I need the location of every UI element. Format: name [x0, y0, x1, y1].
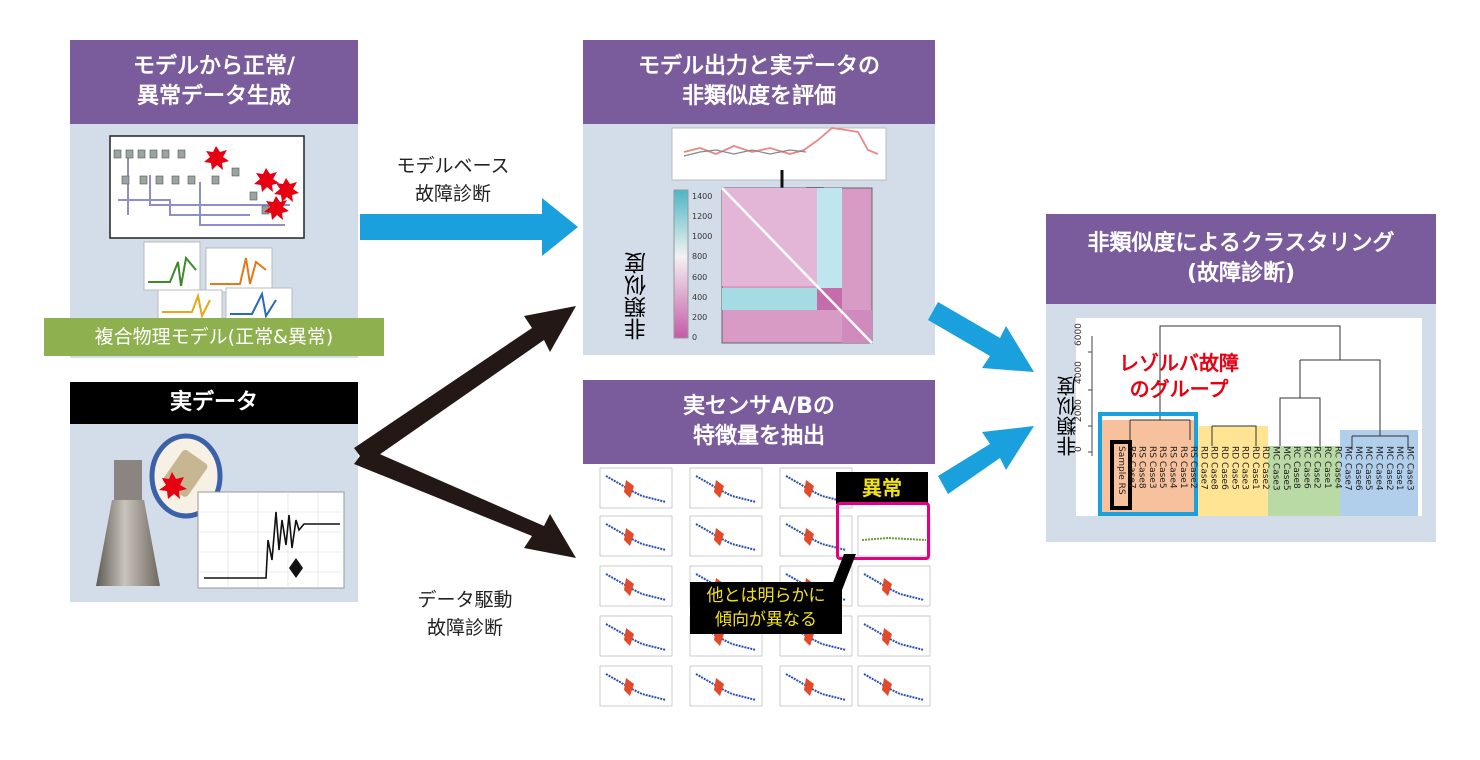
callout-line2: 傾向が異なる [715, 610, 817, 630]
abnormal-highlight-box [836, 502, 930, 560]
model-footer-text: 複合物理モデル(正常&異常) [94, 326, 334, 348]
y-axis-text: 非類似度 [625, 252, 650, 340]
panel-clustering-title: 非類似度によるクラスタリング (故障診断) [1046, 214, 1436, 304]
title-line1: モデル出力と実データの [637, 54, 880, 79]
model-footer-label: 複合物理モデル(正常&異常) [44, 318, 384, 356]
tick: 600 [692, 272, 708, 282]
tick: 200 [692, 312, 708, 322]
title-line2: 非類似度を評価 [681, 84, 836, 109]
title-line1: 非類似度によるクラスタリング [1087, 231, 1395, 256]
line1: モデルベース [396, 155, 510, 177]
panel-model-generation-title: モデルから正常/ 異常データ生成 [70, 40, 358, 124]
cluster-y-ticks: 6000 4000 2000 0 [1074, 323, 1090, 464]
data-driven-arrow-up [354, 306, 576, 464]
abnormal-text: 異常 [862, 476, 902, 500]
title-line1: 実センサA/Bの [683, 394, 835, 419]
tick: 400 [692, 292, 708, 302]
eval-y-axis-label: 非類似度 [625, 252, 656, 340]
data-driven-label: データ駆動 故障診断 [380, 586, 550, 642]
title-line1: モデルから正常/ [132, 54, 296, 79]
callout-box: 他とは明らかに 傾向が異なる [690, 582, 842, 634]
callout-line1: 他とは明らかに [706, 586, 826, 606]
tick: 0 [1074, 446, 1084, 452]
title-line2: 特徴量を抽出 [692, 424, 825, 449]
tick: 2000 [1074, 399, 1084, 422]
eval-colorbar-ticks: 1400 1200 1000 800 600 400 200 0 [692, 192, 722, 342]
tick: 4000 [1074, 361, 1084, 384]
panel-real-data-title: 実データ [70, 382, 358, 424]
resolver-fault-group-label: レゾルバ故障 のグループ [1104, 350, 1254, 402]
model-based-label: モデルベース 故障診断 [368, 152, 538, 208]
title-line2: 異常データ生成 [136, 84, 291, 109]
abnormal-tag: 異常 [836, 472, 928, 504]
feature-to-cluster-arrow [938, 426, 1034, 494]
tick: 1000 [692, 232, 713, 242]
line2: 故障診断 [414, 183, 491, 205]
title: 実データ [169, 390, 258, 415]
tick: 0 [692, 332, 698, 342]
panel-dissimilarity-eval-title: モデル出力と実データの 非類似度を評価 [583, 40, 935, 124]
title-line2: (故障診断) [1186, 261, 1296, 286]
tick: 6000 [1074, 323, 1084, 346]
panel-feature-extraction-title: 実センサA/Bの 特徴量を抽出 [583, 380, 935, 464]
group-line2: のグループ [1129, 377, 1229, 401]
data-driven-arrow-down [354, 448, 576, 558]
tick: 1400 [692, 192, 713, 201]
group-line1: レゾルバ故障 [1119, 351, 1239, 375]
eval-to-cluster-arrow [928, 302, 1034, 372]
tick: 1200 [692, 212, 713, 222]
line2: 故障診断 [426, 617, 503, 639]
tick: 800 [692, 252, 708, 262]
line1: データ駆動 [417, 589, 513, 611]
